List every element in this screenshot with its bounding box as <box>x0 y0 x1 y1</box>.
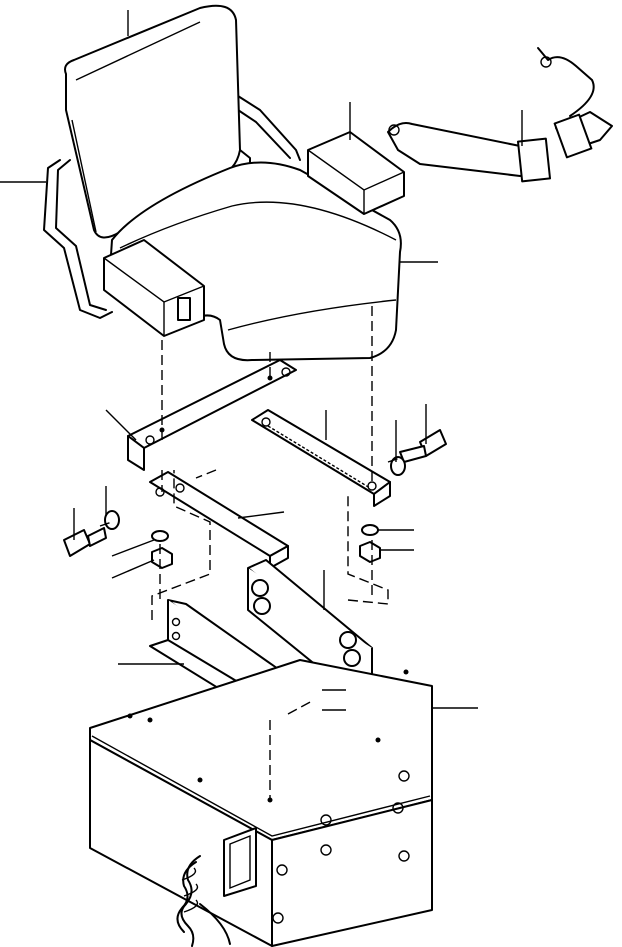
seat-bracket-rear <box>251 409 391 507</box>
armrest-left <box>103 239 205 337</box>
seat-bracket-front <box>127 359 297 471</box>
alignment-lines <box>99 306 401 800</box>
seat-frame <box>43 95 301 319</box>
seat-belt <box>387 47 613 183</box>
wire-harness <box>176 855 231 947</box>
nut <box>151 541 381 569</box>
callout-leaders <box>0 10 523 711</box>
armrest-right <box>307 131 405 215</box>
base-box <box>89 659 433 947</box>
leader-bracket-front <box>105 409 137 441</box>
leader-plate-left <box>237 511 285 519</box>
mount-plate-right <box>247 559 373 697</box>
leader-nut-mid <box>111 559 155 579</box>
seat-back <box>64 4 241 239</box>
leader-washer-mid <box>111 539 155 557</box>
